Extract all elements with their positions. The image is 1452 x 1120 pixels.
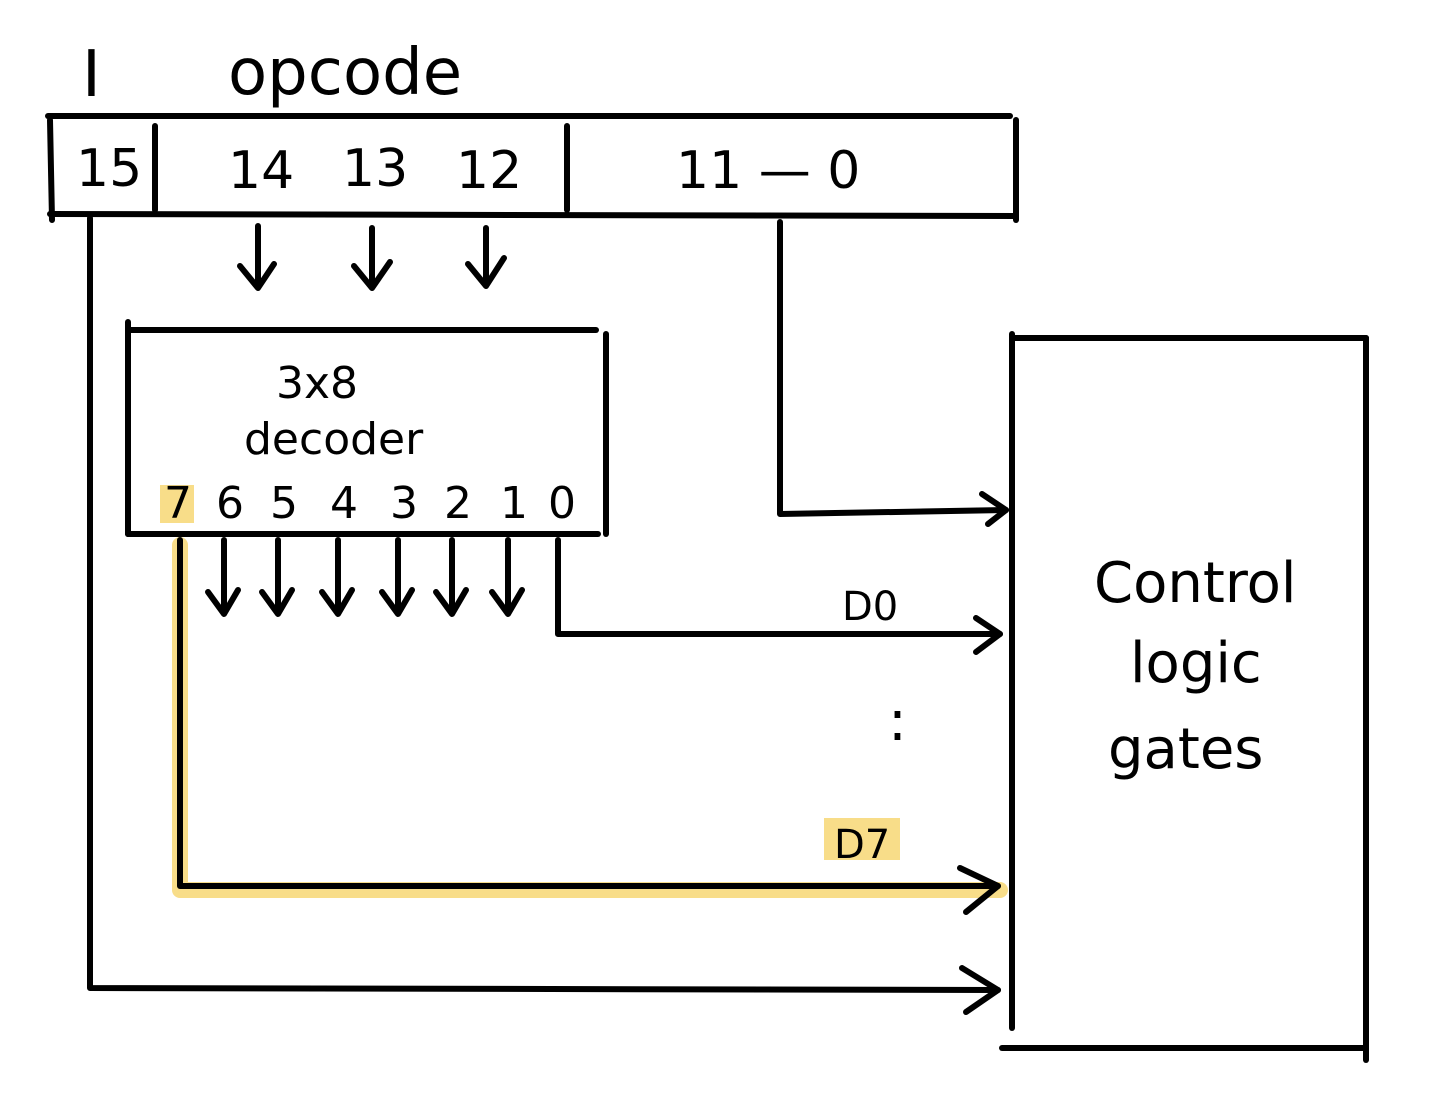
label-opcode: opcode [228, 36, 462, 110]
d7-output-highlight [160, 485, 194, 523]
decoder-output-1-label: 1 [500, 478, 528, 529]
control-label-line1: Control [1094, 551, 1296, 616]
bit-12-label: 12 [456, 141, 522, 201]
decoder-title-line2: decoder [244, 414, 424, 465]
i-bit-arrowhead [959, 965, 1001, 1015]
decoder-output-4-arrow [319, 537, 355, 617]
decoder-output-6-arrow [205, 537, 241, 617]
decoder-output-0-label: 0 [548, 478, 576, 529]
i-bit-wire [87, 215, 1001, 993]
bits-address-label: 11 — 0 [676, 141, 860, 201]
decoder-output-3-arrow [379, 537, 415, 617]
control-label-line2: logic [1130, 631, 1262, 696]
control-logic-box: Control logic gates [999, 331, 1369, 1063]
arrow-bit-13 [351, 225, 393, 291]
d0-label: D0 [842, 584, 898, 630]
register-left-border [47, 117, 55, 223]
d0-wire [555, 537, 1003, 637]
address-arrowhead [979, 491, 1009, 527]
decoder-output-7-label: 7 [164, 478, 192, 529]
address-wire [777, 219, 1009, 517]
decoder-output-2-arrow [433, 537, 469, 617]
d7-label: D7 [834, 822, 890, 868]
control-label-line3: gates [1108, 717, 1263, 782]
bit-13-label: 13 [342, 139, 408, 199]
arrow-bit-14 [237, 223, 277, 291]
decoder-output-5-arrow [259, 537, 295, 617]
signal-ellipsis: : [888, 689, 907, 754]
bit-14-label: 14 [228, 141, 294, 201]
decoder-title-line1: 3x8 [276, 358, 358, 409]
register-bottom-border [47, 211, 1019, 219]
decoder-output-arrows [205, 537, 525, 617]
label-i: I [82, 38, 101, 112]
opcode-arrows [237, 223, 507, 291]
d7-arrowhead [957, 865, 1001, 915]
decoder-output-2-label: 2 [444, 478, 472, 529]
decoder-output-5-label: 5 [270, 478, 298, 529]
arrow-bit-12 [465, 225, 507, 289]
d7-label-highlight [824, 818, 900, 860]
decoder-output-1-arrow [489, 537, 525, 617]
bit-15-label: 15 [76, 139, 142, 199]
d7-wire [177, 537, 1001, 889]
decoder-output-3-label: 3 [390, 478, 418, 529]
instruction-register: 15 14 13 12 11 — 0 [45, 113, 1019, 223]
decoder-output-6-label: 6 [216, 478, 244, 529]
d0-arrowhead [973, 615, 1003, 655]
decoder-output-4-label: 4 [330, 478, 358, 529]
